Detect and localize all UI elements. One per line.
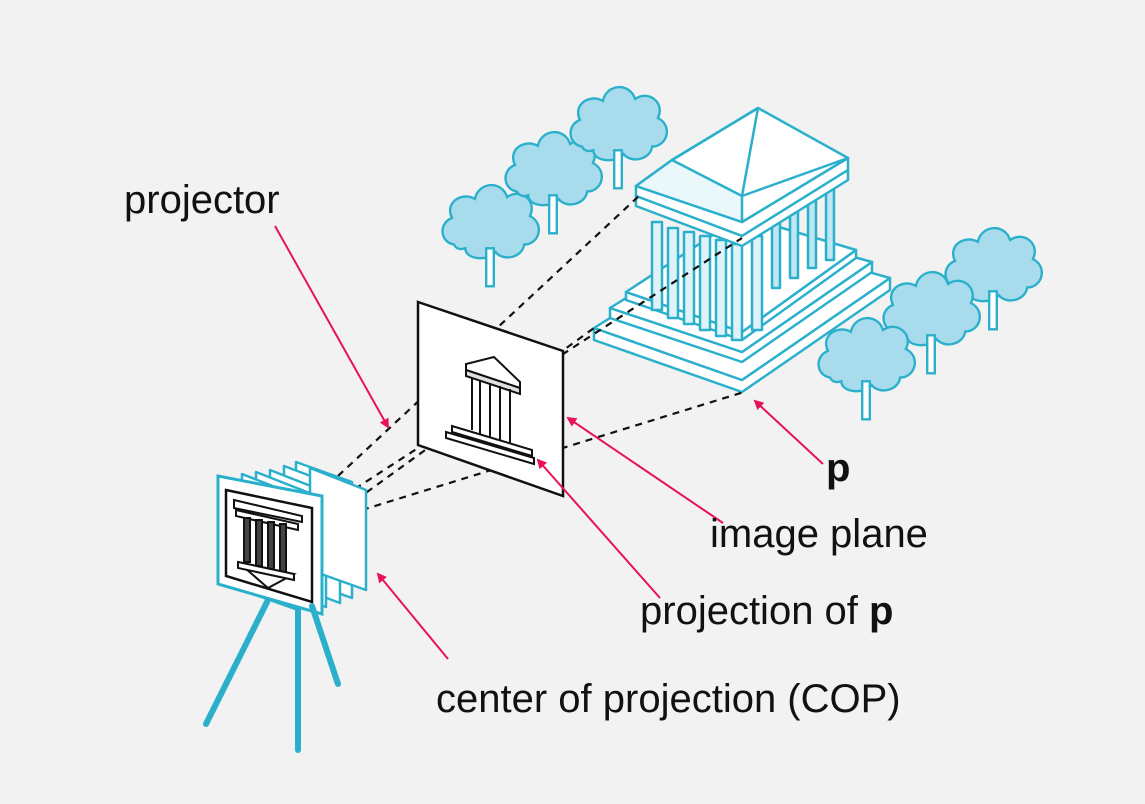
camera-icon [216, 460, 368, 616]
projection-of-text: projection of [640, 589, 870, 633]
p-label: p [826, 446, 851, 490]
pointer-arrows [274, 225, 824, 660]
tree-icon [441, 183, 541, 288]
cop-label: center of projection (COP) [436, 677, 901, 721]
projection-p-symbol: p [869, 589, 894, 633]
tripod-icon [203, 597, 341, 753]
projector-label: projector [124, 178, 280, 222]
temple-icon [592, 106, 892, 394]
image-plane-pointer [566, 416, 724, 524]
image-plane-label: image plane [710, 512, 928, 556]
image-plane-icon [416, 300, 565, 498]
projection-of-p-pointer [536, 458, 661, 599]
tree-icon [817, 316, 917, 421]
p-pointer [753, 399, 824, 465]
projection-of-p-label: projection of p [640, 591, 893, 631]
projector-pointer [274, 225, 389, 429]
cop-pointer [376, 572, 449, 660]
